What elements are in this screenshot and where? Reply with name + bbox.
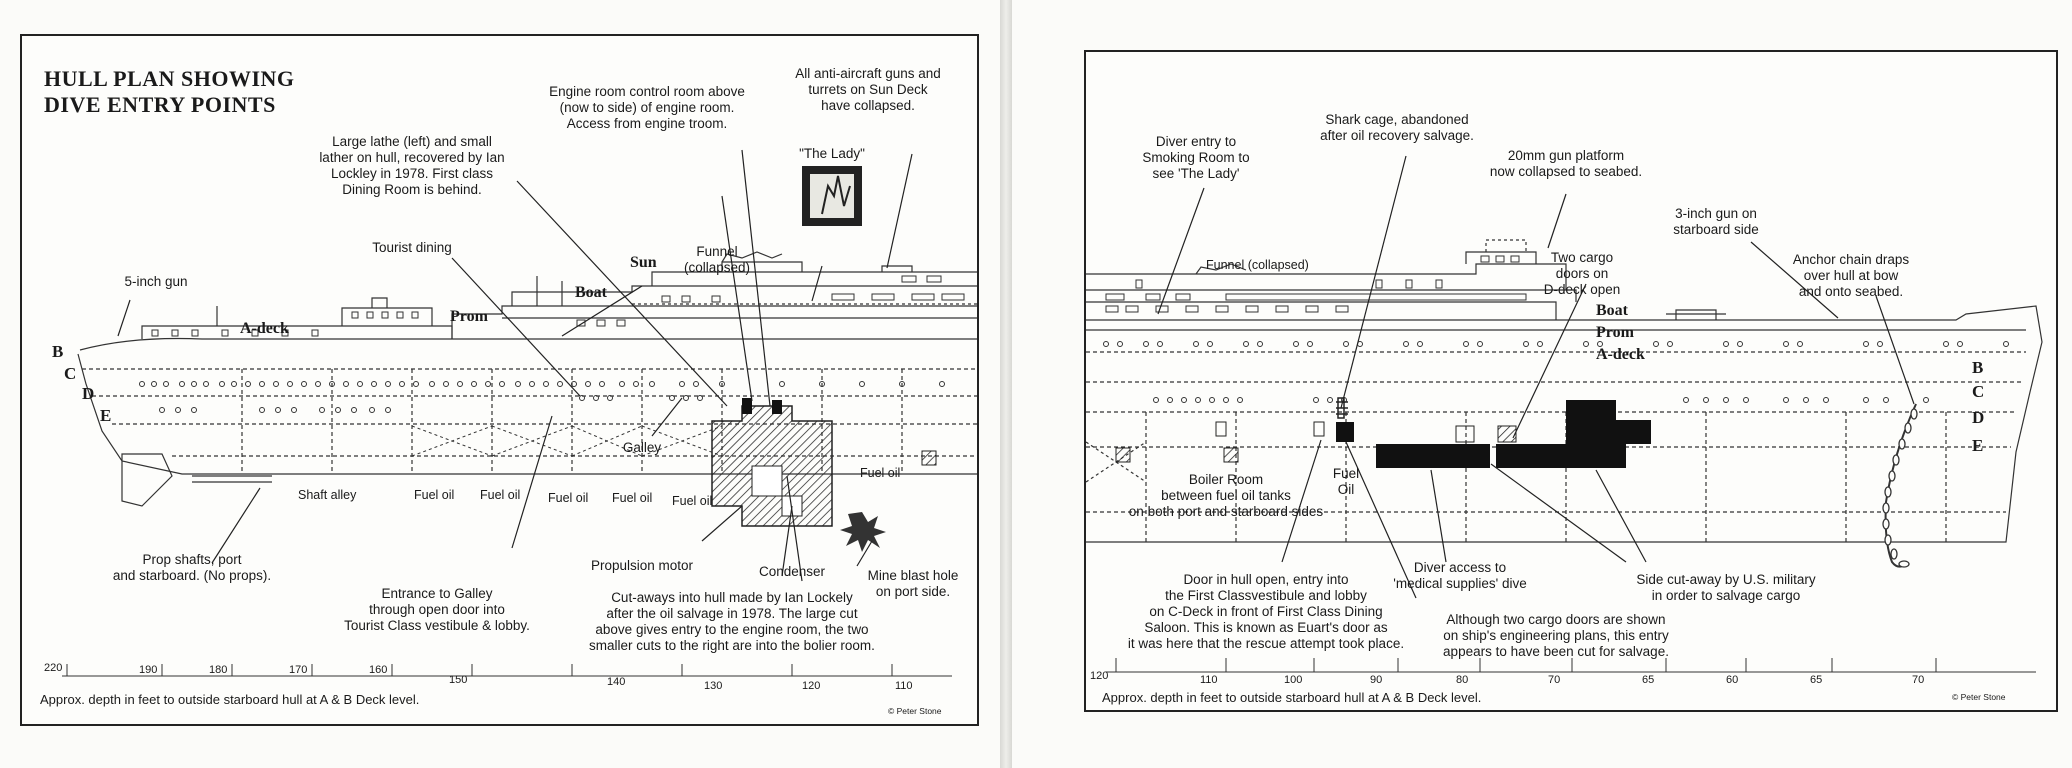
deck-letter-b: B bbox=[52, 342, 64, 361]
label-shaft-alley: Shaft alley bbox=[298, 488, 357, 502]
label-fuel-oil-tank: Fuel oil bbox=[672, 494, 713, 508]
deck-label-prom: Prom bbox=[1596, 324, 1634, 341]
deck-label-prom: Prom bbox=[450, 308, 488, 325]
scale-tick: 70 bbox=[1548, 674, 1561, 686]
scale-tick: 110 bbox=[895, 680, 913, 692]
deck-letter-d: D bbox=[1972, 408, 1985, 427]
label-5inch-gun: 5-inch gun bbox=[124, 274, 188, 289]
scale-tick: 110 bbox=[1200, 674, 1218, 686]
right-hull-drawing bbox=[1086, 155, 2043, 673]
deck-letter-c: C bbox=[64, 364, 77, 383]
deck-label-a: A-deck bbox=[1596, 346, 1645, 363]
label-cargo-note: Although two cargo doors are shown on sh… bbox=[1443, 612, 1669, 659]
scale-tick: 100 bbox=[1284, 674, 1303, 686]
label-tourist-dining: Tourist dining bbox=[372, 240, 452, 255]
left-diagram-panel: HULL PLAN SHOWING DIVE ENTRY POINTS A-de… bbox=[20, 34, 979, 726]
label-mine-blast: Mine blast hole on port side. bbox=[867, 568, 959, 599]
label-fuel-oil-upper: Fuel oil bbox=[860, 466, 901, 480]
deck-letter-e: E bbox=[100, 406, 112, 425]
label-door-in-hull: Door in hull open, entry into the First … bbox=[1127, 572, 1405, 651]
label-galley-entrance: Entrance to Galley through open door int… bbox=[344, 586, 530, 633]
scale-tick: 120 bbox=[1090, 670, 1109, 682]
scale-tick: 60 bbox=[1726, 674, 1739, 686]
scale-tick: 65 bbox=[1642, 674, 1655, 686]
book-gutter bbox=[1000, 0, 1012, 768]
scale-tick: 120 bbox=[802, 680, 821, 692]
right-diagram-panel: Boat Prom A-deck B C D E Shark cage, aba… bbox=[1084, 50, 2058, 712]
deck-label-boat: Boat bbox=[1596, 302, 1628, 319]
label-fuel-oil-tank: Fuel oil bbox=[548, 491, 589, 505]
label-lathe: Large lathe (left) and small lather on h… bbox=[319, 134, 505, 197]
scale-tick: 160 bbox=[369, 664, 388, 676]
label-medical-supplies: Diver access to 'medical supplies' dive bbox=[1393, 560, 1527, 591]
left-hull-drawing bbox=[62, 149, 977, 677]
scale-tick: 180 bbox=[209, 664, 228, 676]
scale-tick: 140 bbox=[607, 676, 626, 688]
scale-tick: 70 bbox=[1912, 674, 1925, 686]
label-anchor-chain: Anchor chain draps over hull at bow and … bbox=[1792, 252, 1910, 299]
label-prop-shafts: Prop shafts, port and starboard. (No pro… bbox=[112, 552, 272, 583]
footer-depth-note: Approx. depth in feet to outside starboa… bbox=[1102, 690, 1482, 705]
scale-tick: 90 bbox=[1370, 674, 1383, 686]
scale-tick: 65 bbox=[1810, 674, 1823, 686]
label-diver-entry: Diver entry to Smoking Room to see 'The … bbox=[1142, 134, 1250, 181]
label-fuel-oil-tank: Fuel oil bbox=[480, 488, 521, 502]
label-aa-guns: All anti-aircraft guns and turrets on Su… bbox=[795, 66, 941, 113]
label-funnel: Funnel (collapsed) bbox=[683, 244, 751, 275]
footer-depth-note: Approx. depth in feet to outside starboa… bbox=[40, 692, 420, 707]
deck-letter-c: C bbox=[1972, 382, 1985, 401]
scale-tick: 220 bbox=[44, 662, 63, 674]
label-3inch-gun: 3-inch gun on starboard side bbox=[1673, 206, 1759, 237]
deck-letter-d: D bbox=[82, 384, 95, 403]
credit: © Peter Stone bbox=[888, 706, 942, 716]
label-cargo-doors: Two cargo doors on D-deck open bbox=[1543, 250, 1621, 297]
deck-label-a: A-deck bbox=[240, 320, 289, 337]
scale-tick: 80 bbox=[1456, 674, 1469, 686]
scale-tick: 190 bbox=[139, 664, 158, 676]
deck-label-sun: Sun bbox=[630, 254, 657, 271]
label-gun-platform: 20mm gun platform now collapsed to seabe… bbox=[1489, 148, 1643, 179]
label-side-cutaway: Side cut-away by U.S. military in order … bbox=[1636, 572, 1816, 603]
scale-tick: 150 bbox=[449, 674, 468, 686]
label-funnel: Funnel (collapsed) bbox=[1206, 258, 1309, 272]
label-cutaways: Cut-aways into hull made by Ian Lockely … bbox=[589, 590, 875, 653]
label-condenser: Condenser bbox=[758, 564, 826, 579]
label-fuel-oil-tank: Fuel oil bbox=[612, 491, 653, 505]
deck-letter-e: E bbox=[1972, 436, 1984, 455]
deck-letter-b: B bbox=[1972, 358, 1984, 377]
label-propulsion-motor: Propulsion motor bbox=[590, 558, 694, 573]
label-galley: Galley bbox=[622, 440, 662, 455]
label-fuel-oil-tank: Fuel oil bbox=[414, 488, 455, 502]
label-fuel-oil: Fuel Oil bbox=[1332, 466, 1360, 497]
label-boiler-room: Boiler Room between fuel oil tanks on bo… bbox=[1128, 472, 1324, 519]
scale-tick: 130 bbox=[704, 680, 723, 692]
diagram-title: HULL PLAN SHOWING DIVE ENTRY POINTS bbox=[44, 66, 295, 117]
deck-label-boat: Boat bbox=[575, 284, 607, 301]
scale-tick: 170 bbox=[289, 664, 308, 676]
label-engine-room: Engine room control room above (now to s… bbox=[549, 84, 745, 131]
label-shark-cage: Shark cage, abandoned after oil recovery… bbox=[1320, 112, 1474, 143]
credit: © Peter Stone bbox=[1952, 692, 2006, 702]
label-the-lady: "The Lady" bbox=[799, 146, 865, 161]
